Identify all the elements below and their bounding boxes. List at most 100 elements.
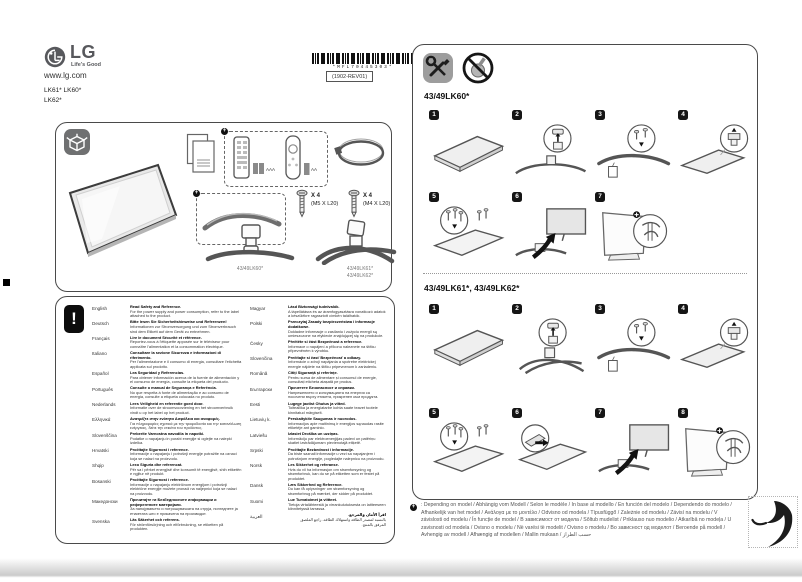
revision-label: (1902-REV01): [326, 71, 374, 82]
row-text: Da biste saznali informacije u vezi sa n…: [288, 451, 385, 461]
row-title: Read Safety and Reference.: [130, 305, 182, 309]
language-label: Български: [250, 386, 273, 392]
language-label: Português: [92, 386, 113, 392]
screw-set-m4: X 4 (M4 X L20): [348, 189, 390, 219]
row-text: بالنسبة لمصدر الطاقة واستهلاك الطاقة، را…: [300, 517, 386, 527]
section-divider: [423, 273, 747, 274]
no-electric-screwdriver-icon: [461, 51, 495, 85]
section-title-lk61-lk62: 43/49LK61*, 43/49LK62*: [424, 283, 520, 293]
step-number-badge: 6: [512, 192, 522, 202]
row-title: Прочитајте ги Безбедносните информации и…: [130, 497, 217, 507]
depending-on-model-icon: +: [410, 504, 417, 511]
row-text: A tápellátásra és az áramfogyasztásra vo…: [288, 308, 386, 319]
model-line-1: LK61* LK60*: [44, 87, 82, 94]
row-text: Informacijos apie maitinimą ir energijos…: [288, 420, 384, 431]
row-title: Lire le document Sécurité et référence.: [130, 334, 202, 340]
language-label: Lietuvių k.: [250, 417, 271, 423]
row-title: Preberite Varnostna navodila in napotki.: [130, 431, 205, 437]
row-text: Para obtener información acerca de la fu…: [130, 374, 240, 385]
language-label: Italiano: [92, 351, 107, 357]
row-text: Για πληροφορίες σχετικά με την τροφοδοσί…: [130, 420, 242, 431]
step-number-badge: 3: [595, 304, 605, 314]
assembly-step: 1: [429, 297, 509, 375]
step-illustration-bar: [595, 123, 675, 181]
row-text: Informationen zur Stromversorgung und zu…: [130, 323, 236, 334]
screw-count: X 4: [363, 193, 373, 199]
barcode: *MFL70445303*: [312, 53, 414, 70]
brand-tagline: Life's Good: [71, 62, 102, 68]
swoosh-dotted-frame: [748, 496, 798, 548]
assembly-step: 2: [512, 103, 592, 181]
row-title: Les Sikkerhet og referanse.: [288, 461, 339, 467]
row-text: Dokładne informacje o zasilaniu i zużyci…: [288, 328, 384, 339]
row-text: Per l'alimentazione e il consumo di ener…: [130, 359, 242, 369]
accessories-box: + AAA AA: [55, 122, 397, 292]
row-title: Lue Turvatoimet ja viitteet.: [288, 497, 338, 503]
row-text: Tietoja virtalähteestä ja virrankulutuks…: [288, 501, 386, 512]
step-illustration-cover: [512, 421, 592, 479]
step-illustration-screws: [429, 205, 509, 263]
row-text: För strömförsörjning och elförbrukning, …: [130, 521, 224, 532]
row-title: Pročitajte Bezbednost i informacije.: [288, 446, 354, 452]
row-title: Przeczytaj Zasady bezpieczeństwa i infor…: [288, 319, 375, 329]
step-number-badge: 5: [429, 192, 439, 202]
row-title: Ανατρέξτε στην ενότητα Ασφάλεια και αναφ…: [130, 415, 221, 421]
row-title: Прочетете Безопасност и справки.: [288, 385, 356, 391]
row-title: اقرأ الأمان والمرجع.: [347, 512, 386, 518]
steps-row: 5 6 7: [429, 185, 761, 263]
row-title: Izlasiet Drošība un uzziņas.: [288, 431, 339, 437]
assembly-step: 3: [595, 297, 675, 375]
row-text: Reportez-vous à l'étiquette apposée sur …: [130, 339, 230, 349]
step-illustration-attach: [678, 317, 758, 375]
table-row: Polski Przeczytaj Zasady bezpieczeństwa i…: [250, 319, 386, 339]
tools-required-icon: [423, 53, 453, 83]
step-number-badge: 6: [512, 408, 522, 418]
step-illustration-base2: [512, 317, 592, 375]
step-illustration-screws: [429, 421, 509, 479]
tv-panel-illustration: [68, 163, 178, 257]
assembly-step: 1: [429, 103, 509, 181]
assembly-step: 6: [512, 401, 592, 479]
row-text: Informatie over de stroomvoorziening en …: [130, 405, 233, 415]
language-label: Suomi: [250, 498, 264, 504]
row-text: Informácie o zdroji napájania a spotrebe…: [288, 359, 378, 369]
row-text: Напрежението и консумацията на енергия с…: [288, 389, 379, 400]
step-number-badge: 7: [595, 192, 605, 202]
assembly-step: 8: [678, 401, 758, 479]
language-label: Dansk: [250, 483, 264, 489]
language-label: English: [92, 305, 108, 311]
screw-size: (M4 X L20): [363, 200, 391, 207]
depending-on-model-icon: +: [221, 128, 228, 135]
language-label: Eesti: [250, 402, 261, 408]
remote-controls-illustration: [233, 135, 310, 180]
assembly-step: 4: [678, 297, 758, 375]
step-illustration-up: [595, 421, 675, 479]
language-label: Shqip: [92, 463, 104, 469]
website-url: www.lg.com: [44, 71, 87, 80]
row-text: Hvis du vil ha informasjon om strømforsy…: [288, 466, 380, 481]
battery-aaa-label: AAA: [266, 167, 276, 172]
step-illustration-cable: [595, 205, 761, 263]
model-numbers: LK61* LK60* LK62*: [44, 86, 81, 106]
print-registration-mark: [3, 279, 10, 286]
language-label: Polski: [250, 320, 263, 326]
row-title: Consultare la sezione Sicurezza e inform…: [130, 349, 222, 360]
row-title: Pročitajte Sigurnost i reference.: [130, 446, 189, 452]
assembly-step: 7: [595, 401, 675, 479]
